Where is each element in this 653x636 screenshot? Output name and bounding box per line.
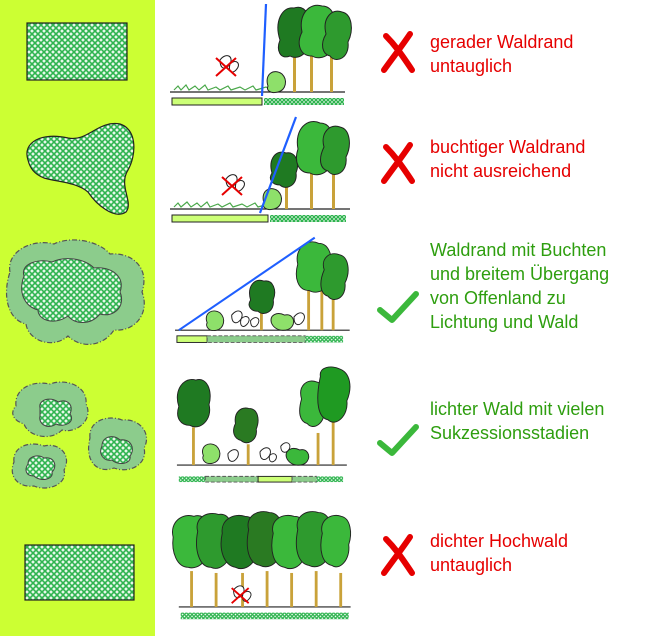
caption: gerader Waldrand untauglich bbox=[430, 30, 573, 78]
red-x-icon bbox=[374, 139, 422, 187]
profile-dense-forest bbox=[160, 505, 360, 623]
green-checkmark-icon bbox=[374, 284, 422, 332]
row-bay-edge: buchtiger Waldrand nicht ausreichend bbox=[160, 115, 653, 233]
caption: dichter Hochwald untauglich bbox=[430, 529, 568, 577]
forest-plan-bay-edge bbox=[18, 112, 138, 222]
row-dense-forest: dichter Hochwald untauglich bbox=[160, 505, 653, 623]
row-straight-edge: gerader Waldrand untauglich bbox=[160, 0, 653, 118]
profile-straight-edge bbox=[160, 0, 360, 118]
row-wide-transition: Waldrand mit Buchten und breitem Übergan… bbox=[160, 232, 653, 350]
red-x-icon bbox=[374, 531, 422, 579]
green-checkmark-icon bbox=[374, 417, 422, 465]
forest-plan-dense bbox=[24, 544, 136, 602]
caption: buchtiger Waldrand nicht ausreichend bbox=[430, 135, 585, 183]
profile-open-forest bbox=[160, 365, 360, 483]
caption: lichter Wald mit vielen Sukzessionsstadi… bbox=[430, 397, 604, 445]
forest-plan-wide-transition bbox=[2, 232, 152, 352]
red-x-icon bbox=[374, 28, 422, 76]
plan-view-panel bbox=[0, 0, 155, 636]
profile-bay-edge bbox=[160, 115, 360, 233]
forest-plan-straight-edge bbox=[26, 22, 128, 82]
profile-wide-transition bbox=[160, 232, 360, 350]
caption: Waldrand mit Buchten und breitem Übergan… bbox=[430, 238, 609, 334]
forest-plan-patches bbox=[6, 376, 151, 496]
row-open-forest: lichter Wald mit vielen Sukzessionsstadi… bbox=[160, 365, 653, 483]
